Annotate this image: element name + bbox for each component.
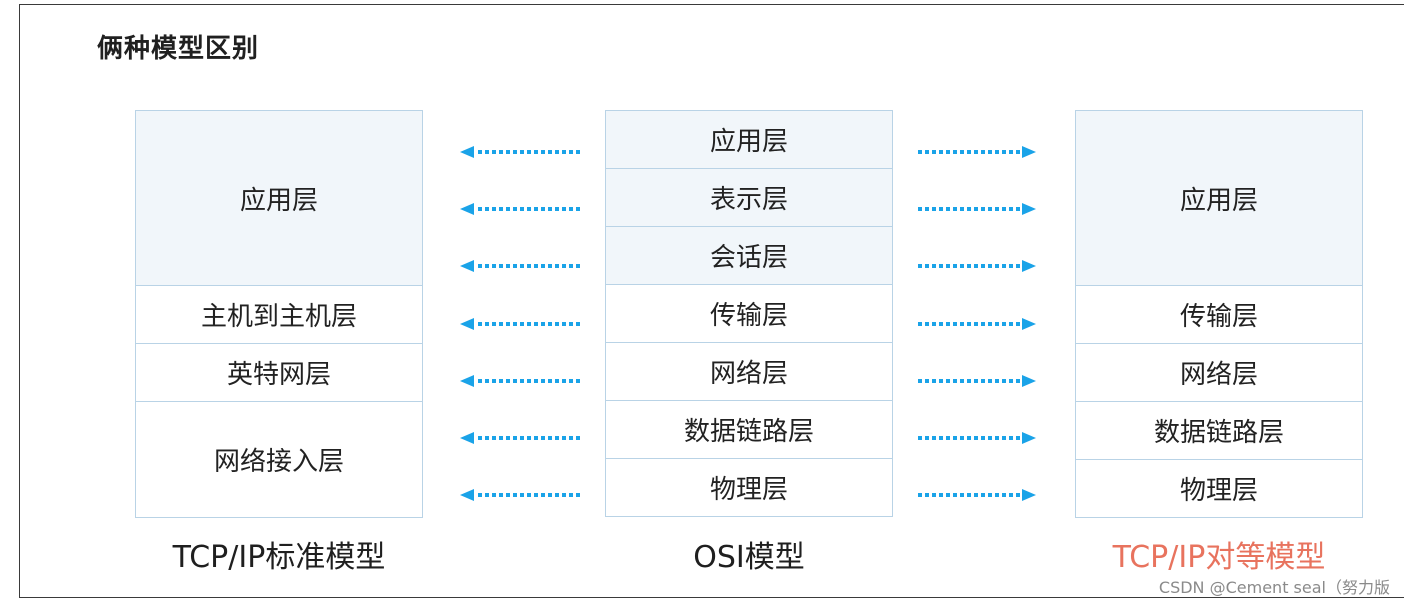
left-arrow-3 <box>460 260 580 272</box>
layer-host-to-host: 主机到主机层 <box>135 285 423 344</box>
osi-layer-presentation: 表示层 <box>605 168 893 227</box>
left-arrow-6 <box>460 432 580 444</box>
layer-application: 应用层 <box>135 110 423 286</box>
peer-layer-transport: 传输层 <box>1075 285 1363 344</box>
left-arrow-2 <box>460 203 580 215</box>
caption-osi: OSI模型 <box>693 540 805 575</box>
page-title: 俩种模型区别 <box>97 34 260 64</box>
osi-stack: 应用层 表示层 会话层 传输层 网络层 数据链路层 物理层 <box>605 110 893 517</box>
diagram-frame <box>19 4 1404 598</box>
tcpip-standard-stack: 应用层 主机到主机层 英特网层 网络接入层 <box>135 110 423 518</box>
osi-layer-transport: 传输层 <box>605 284 893 343</box>
watermark: CSDN @Cement seal（努力版 <box>1158 578 1390 597</box>
left-arrow-1 <box>460 146 580 158</box>
left-arrow-4 <box>460 318 580 330</box>
osi-layer-physical: 物理层 <box>605 458 893 517</box>
peer-layer-network: 网络层 <box>1075 343 1363 402</box>
caption-tcpip-peer: TCP/IP对等模型 <box>1112 540 1326 575</box>
caption-tcpip-standard: TCP/IP标准模型 <box>172 540 386 575</box>
left-arrow-7 <box>460 489 580 501</box>
right-arrow-5 <box>918 375 1036 387</box>
osi-layer-session: 会话层 <box>605 226 893 285</box>
right-arrow-4 <box>918 318 1036 330</box>
right-arrow-2 <box>918 203 1036 215</box>
right-arrow-6 <box>918 432 1036 444</box>
osi-layer-datalink: 数据链路层 <box>605 400 893 459</box>
tcpip-peer-stack: 应用层 传输层 网络层 数据链路层 物理层 <box>1075 110 1363 518</box>
osi-layer-network: 网络层 <box>605 342 893 401</box>
left-arrow-5 <box>460 375 580 387</box>
layer-network-access: 网络接入层 <box>135 401 423 518</box>
peer-layer-datalink: 数据链路层 <box>1075 401 1363 460</box>
layer-internet: 英特网层 <box>135 343 423 402</box>
peer-layer-physical: 物理层 <box>1075 459 1363 518</box>
osi-layer-application: 应用层 <box>605 110 893 169</box>
peer-layer-application: 应用层 <box>1075 110 1363 286</box>
right-arrow-7 <box>918 489 1036 501</box>
right-arrow-3 <box>918 260 1036 272</box>
right-arrow-1 <box>918 146 1036 158</box>
